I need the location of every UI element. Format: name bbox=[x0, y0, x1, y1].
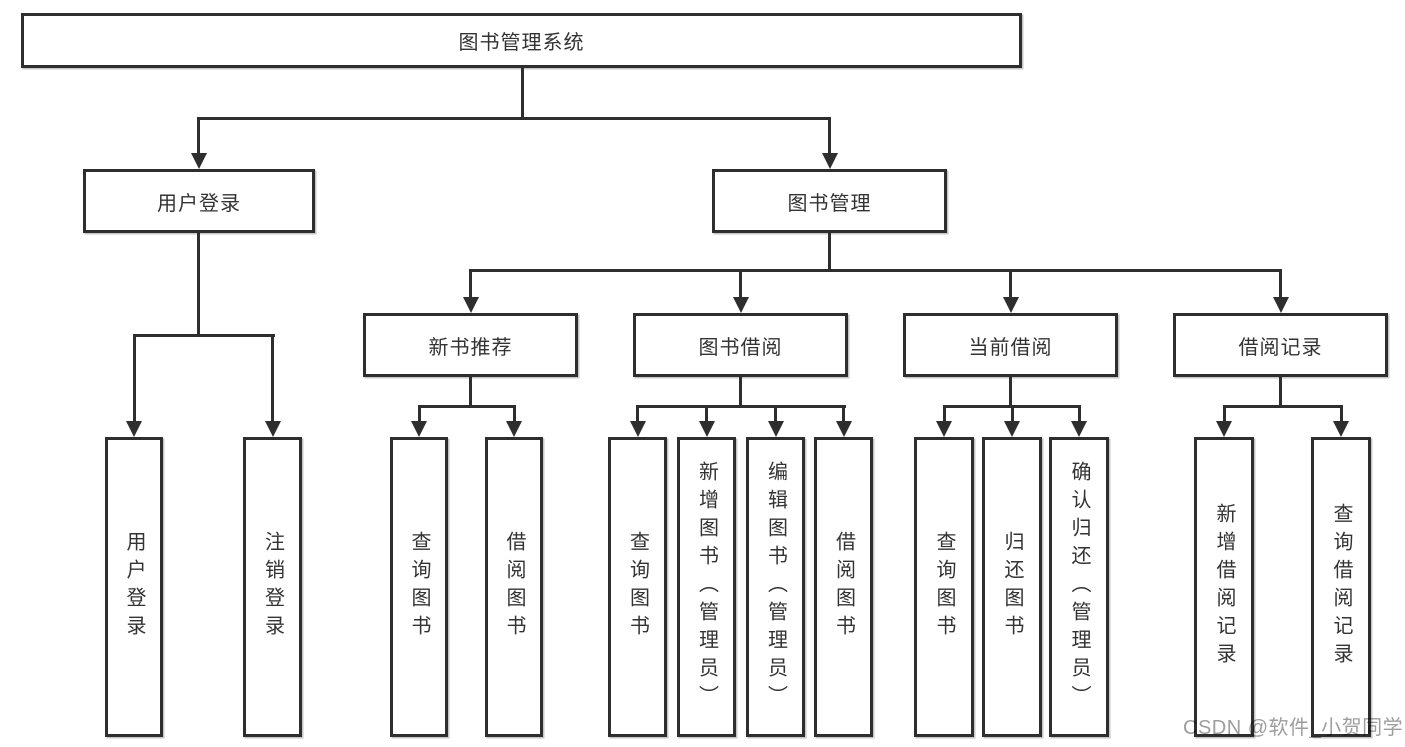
arrowhead-down-icon bbox=[629, 421, 646, 437]
connector-line bbox=[774, 404, 777, 423]
connector-line bbox=[1279, 268, 1282, 299]
arrowhead-down-icon bbox=[190, 153, 207, 169]
leaf-label: 查询图书 bbox=[626, 531, 649, 643]
connector-line bbox=[942, 404, 946, 423]
connector-line bbox=[520, 68, 524, 120]
arrowhead-down-icon bbox=[835, 421, 852, 437]
leaf-label: 借阅图书 bbox=[503, 531, 525, 643]
node-current-borrow: 当前借阅 bbox=[903, 313, 1118, 377]
leaf-borrow-query-books: 查询图书 bbox=[608, 437, 667, 737]
leaf-label: 编辑图书（管理员） bbox=[764, 461, 787, 713]
arrowhead-down-icon bbox=[821, 153, 838, 169]
leaf-label: 新增借阅记录 bbox=[1213, 503, 1235, 671]
connector-line bbox=[132, 333, 275, 337]
connector-line bbox=[417, 404, 516, 408]
leaf-label: 注销登录 bbox=[261, 531, 284, 643]
connector-line bbox=[512, 404, 516, 423]
connector-line bbox=[197, 116, 200, 155]
leaf-borrow-edit-books-admin: 编辑图书（管理员） bbox=[746, 437, 805, 737]
leaf-recommend-borrow-books: 借阅图书 bbox=[485, 437, 543, 737]
leaf-label: 确认归还（管理员） bbox=[1068, 461, 1090, 713]
leaf-label: 新增图书（管理员） bbox=[695, 461, 718, 713]
node-root: 图书管理系统 bbox=[21, 13, 1022, 68]
arrowhead-down-icon bbox=[411, 421, 427, 437]
connector-line bbox=[828, 233, 831, 272]
connector-line bbox=[197, 233, 200, 337]
csdn-watermark: CSDN @软件_小贺同学 bbox=[1183, 717, 1404, 739]
connector-line bbox=[469, 377, 472, 408]
arrowhead-down-icon bbox=[936, 421, 952, 437]
leaf-current-return-books: 归还图书 bbox=[982, 437, 1042, 737]
connector-line bbox=[1279, 377, 1282, 408]
leaf-records-add-record: 新增借阅记录 bbox=[1194, 437, 1254, 737]
leaf-label: 查询图书 bbox=[933, 531, 955, 643]
connector-line bbox=[1009, 377, 1012, 408]
leaf-user-login: 用户登录 bbox=[105, 437, 163, 737]
node-new-book-recommend: 新书推荐 bbox=[363, 313, 578, 377]
connector-line bbox=[132, 333, 136, 422]
arrowhead-down-icon bbox=[1071, 421, 1087, 437]
connector-line bbox=[705, 404, 708, 423]
connector-line bbox=[1009, 268, 1012, 299]
connector-line bbox=[739, 377, 742, 408]
leaf-label: 用户登录 bbox=[123, 531, 145, 643]
arrowhead-down-icon bbox=[264, 421, 281, 437]
node-book-borrow: 图书借阅 bbox=[633, 313, 848, 377]
connector-line bbox=[636, 404, 846, 408]
connector-line bbox=[739, 268, 742, 299]
arrowhead-down-icon bbox=[1272, 297, 1289, 313]
connector-line bbox=[828, 116, 831, 155]
connector-line bbox=[636, 404, 639, 423]
leaf-label: 借阅图书 bbox=[832, 531, 855, 643]
connector-line bbox=[1339, 404, 1343, 423]
connector-line bbox=[1010, 404, 1014, 423]
arrowhead-down-icon bbox=[462, 297, 479, 313]
node-book-management: 图书管理 bbox=[712, 169, 947, 233]
leaf-logout: 注销登录 bbox=[243, 437, 302, 737]
leaf-recommend-query-books: 查询图书 bbox=[390, 437, 448, 737]
connector-line bbox=[1222, 404, 1343, 408]
connector-line bbox=[469, 268, 472, 299]
arrowhead-down-icon bbox=[698, 421, 715, 437]
leaf-current-confirm-return-admin: 确认归还（管理员） bbox=[1049, 437, 1109, 737]
arrowhead-down-icon bbox=[1002, 297, 1019, 313]
arrowhead-down-icon bbox=[506, 421, 522, 437]
node-borrow-records: 借阅记录 bbox=[1173, 313, 1388, 377]
leaf-borrow-borrow-books: 借阅图书 bbox=[814, 437, 873, 737]
connector-line bbox=[1222, 404, 1226, 423]
connector-line bbox=[271, 333, 274, 422]
leaf-current-query-books: 查询图书 bbox=[914, 437, 974, 737]
leaf-records-query-record: 查询借阅记录 bbox=[1311, 437, 1371, 737]
connector-line bbox=[196, 116, 831, 120]
connector-line bbox=[842, 404, 845, 423]
arrowhead-down-icon bbox=[767, 421, 784, 437]
leaf-label: 查询图书 bbox=[408, 531, 430, 643]
connector-line bbox=[469, 268, 1282, 272]
node-user-login: 用户登录 bbox=[83, 169, 315, 233]
leaf-label: 归还图书 bbox=[1001, 531, 1023, 643]
connector-line bbox=[1077, 404, 1081, 423]
arrowhead-down-icon bbox=[126, 421, 142, 437]
leaf-label: 查询借阅记录 bbox=[1330, 503, 1352, 671]
arrowhead-down-icon bbox=[1333, 421, 1349, 437]
connector-line bbox=[417, 404, 421, 423]
arrowhead-down-icon bbox=[1004, 421, 1020, 437]
arrowhead-down-icon bbox=[1216, 421, 1232, 437]
arrowhead-down-icon bbox=[732, 297, 749, 313]
leaf-borrow-add-books-admin: 新增图书（管理员） bbox=[677, 437, 736, 737]
